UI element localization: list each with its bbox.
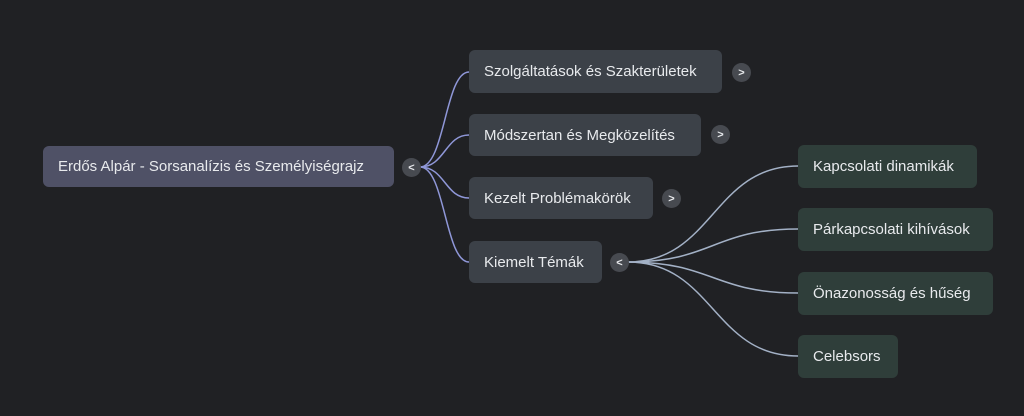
branch-node-featured-topics[interactable]: Kiemelt Témák bbox=[469, 241, 602, 283]
branch-label: Kezelt Problémakörök bbox=[484, 189, 631, 207]
branch-label: Módszertan és Megközelítés bbox=[484, 126, 675, 144]
branch-expand-toggle[interactable]: > bbox=[732, 63, 751, 82]
subtopic-node[interactable]: Kapcsolati dinamikák bbox=[798, 145, 977, 188]
branch-label: Kiemelt Témák bbox=[484, 253, 584, 271]
root-label: Erdős Alpár - Sorsanalízis és Személyisé… bbox=[58, 158, 364, 175]
branch-node-problems[interactable]: Kezelt Problémakörök bbox=[469, 177, 653, 219]
branch-expand-toggle[interactable]: > bbox=[662, 189, 681, 208]
subtopic-label: Önazonosság és hűség bbox=[813, 285, 971, 302]
branch-expand-toggle[interactable]: > bbox=[711, 125, 730, 144]
root-node[interactable]: Erdős Alpár - Sorsanalízis és Személyisé… bbox=[43, 146, 394, 187]
subtopic-node[interactable]: Celebsors bbox=[798, 335, 898, 378]
root-collapse-toggle[interactable]: < bbox=[402, 158, 421, 177]
subtopic-label: Celebsors bbox=[813, 348, 881, 365]
branch-node-services[interactable]: Szolgáltatások és Szakterületek bbox=[469, 50, 722, 93]
link-kiemelt-sub-1 bbox=[627, 228, 799, 263]
subtopic-node[interactable]: Párkapcsolati kihívások bbox=[798, 208, 993, 251]
branch-label: Szolgáltatások és Szakterületek bbox=[484, 63, 697, 80]
link-root-branch-2 bbox=[419, 166, 470, 199]
link-kiemelt-sub-2 bbox=[627, 261, 799, 294]
link-root-branch-0 bbox=[419, 71, 470, 168]
branch-collapse-toggle[interactable]: < bbox=[610, 253, 629, 272]
link-root-branch-3 bbox=[419, 166, 470, 263]
subtopic-label: Kapcsolati dinamikák bbox=[813, 158, 954, 175]
link-root-branch-1 bbox=[419, 134, 470, 168]
link-kiemelt-sub-0 bbox=[627, 165, 799, 263]
link-kiemelt-sub-3 bbox=[627, 261, 799, 357]
branch-node-methodology[interactable]: Módszertan és Megközelítés bbox=[469, 114, 701, 156]
subtopic-node[interactable]: Önazonosság és hűség bbox=[798, 272, 993, 315]
subtopic-label: Párkapcsolati kihívások bbox=[813, 221, 970, 238]
